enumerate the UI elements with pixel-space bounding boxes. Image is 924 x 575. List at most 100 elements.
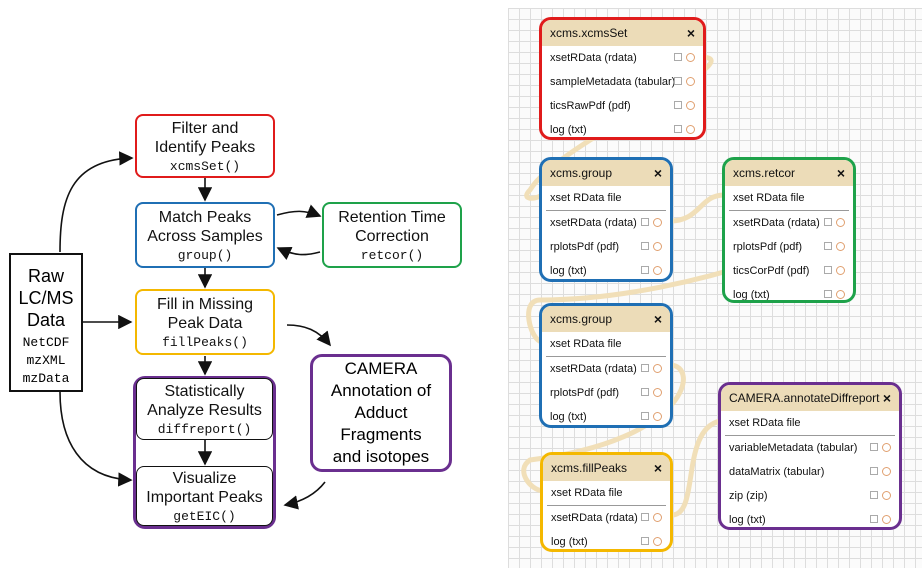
raw-data-title: Raw LC/MS Data [18,266,74,330]
checkbox-icon[interactable] [870,515,878,523]
checkbox-icon[interactable] [641,513,649,521]
fill-peaks-code: fillPeaks() [162,334,248,350]
checkbox-icon[interactable] [674,53,682,61]
output-label: xsetRData (rdata) [550,52,637,64]
output-port-icon[interactable] [882,491,891,500]
checkbox-icon[interactable] [641,218,649,226]
checkbox-icon[interactable] [824,242,832,250]
fill-peaks-title: Fill in Missing Peak Data [156,295,253,332]
input-row[interactable]: xset RData file [547,481,666,506]
checkbox-icon[interactable] [674,77,682,85]
node-retcor-header[interactable]: xcms.retcor × [725,160,853,186]
output-row: log (txt) [542,259,670,279]
checkbox-icon[interactable] [674,125,682,133]
input-row[interactable]: xset RData file [546,332,666,357]
visualize-code: getEIC() [173,508,236,524]
checkbox-icon[interactable] [870,443,878,451]
node-xcmsset[interactable]: xcms.xcmsSet × xsetRData (rdata) sampleM… [539,17,706,140]
output-port-icon[interactable] [836,218,845,227]
output-port-icon[interactable] [882,443,891,452]
input-row[interactable]: xset RData file [546,186,666,211]
node-fillpeaks-header[interactable]: xcms.fillPeaks × [543,455,670,481]
output-port-icon[interactable] [836,242,845,251]
checkbox-icon[interactable] [824,266,832,274]
output-port-icon[interactable] [686,101,695,110]
fill-peaks-box: Fill in Missing Peak Data fillPeaks() [135,289,275,355]
output-port-icon[interactable] [882,467,891,476]
connector-xcmsset-to-group1 [524,54,714,201]
output-row: log (txt) [543,530,670,549]
checkbox-icon[interactable] [870,491,878,499]
close-icon[interactable]: × [653,311,662,327]
node-group-2-header[interactable]: xcms.group × [542,306,670,332]
checkbox-icon[interactable] [870,467,878,475]
camera-annotation-box: CAMERA Annotation of Adduct Fragments an… [310,354,452,472]
output-label: xsetRData (rdata) [551,512,638,524]
output-label: ticsCorPdf (pdf) [733,265,810,277]
arrow-raw-to-visualize [59,391,133,487]
arrow-raw-to-filter [59,151,134,253]
node-retcor-title: xcms.retcor [733,166,796,180]
output-row: log (txt) [542,118,703,137]
output-row: xsetRData (rdata) [543,506,670,530]
output-row: zip (zip) [721,484,899,508]
checkbox-icon[interactable] [641,242,649,250]
output-label: dataMatrix (tabular) [729,466,825,478]
node-fillpeaks[interactable]: xcms.fillPeaks × xset RData file xsetRDa… [540,452,673,552]
output-port-icon[interactable] [836,290,845,299]
output-port-icon[interactable] [653,364,662,373]
output-port-icon[interactable] [882,515,891,524]
close-icon[interactable]: × [836,165,845,181]
output-row: ticsRawPdf (pdf) [542,94,703,118]
checkbox-icon[interactable] [824,218,832,226]
node-group-2[interactable]: xcms.group × xset RData file xsetRData (… [539,303,673,428]
node-camera-header[interactable]: CAMERA.annotateDiffreport × [721,385,899,411]
checkbox-icon[interactable] [674,101,682,109]
statistics-code: diffreport() [157,421,252,437]
close-icon[interactable]: × [653,460,662,476]
close-icon[interactable]: × [686,25,695,41]
checkbox-icon[interactable] [641,537,649,545]
output-port-icon[interactable] [653,218,662,227]
output-label: rplotsPdf (pdf) [733,241,803,253]
output-port-icon[interactable] [686,77,695,86]
output-port-icon[interactable] [653,388,662,397]
input-row[interactable]: xset RData file [729,186,849,211]
input-row[interactable]: xset RData file [725,411,895,436]
node-group-1-title: xcms.group [550,166,613,180]
output-label: log (txt) [729,514,766,526]
output-port-icon[interactable] [686,125,695,134]
output-port-icon[interactable] [653,537,662,546]
close-icon[interactable]: × [882,390,891,406]
retention-time-title: Retention Time Correction [338,208,446,245]
node-group-1-header[interactable]: xcms.group × [542,160,670,186]
node-camera[interactable]: CAMERA.annotateDiffreport × xset RData f… [718,382,902,530]
analysis-group-outline [133,376,276,529]
checkbox-icon[interactable] [641,364,649,372]
visualize-title: Visualize Important Peaks [146,469,263,506]
output-label: log (txt) [550,124,587,136]
output-port-icon[interactable] [836,266,845,275]
output-port-icon[interactable] [653,242,662,251]
node-group-1[interactable]: xcms.group × xset RData file xsetRData (… [539,157,673,282]
statistics-title: Statistically Analyze Results [147,382,262,419]
output-port-icon[interactable] [653,412,662,421]
node-fillpeaks-title: xcms.fillPeaks [551,461,628,475]
output-port-icon[interactable] [653,266,662,275]
output-port-icon[interactable] [686,53,695,62]
output-port-icon[interactable] [653,513,662,522]
checkbox-icon[interactable] [641,388,649,396]
filter-peaks-box: Filter and Identify Peaks xcmsSet() [135,114,275,178]
checkbox-icon[interactable] [641,266,649,274]
checkbox-icon[interactable] [641,412,649,420]
node-retcor[interactable]: xcms.retcor × xset RData file xsetRData … [722,157,856,303]
output-row: xsetRData (rdata) [542,211,670,235]
output-row: log (txt) [721,508,899,527]
close-icon[interactable]: × [653,165,662,181]
output-row: dataMatrix (tabular) [721,460,899,484]
output-label: ticsRawPdf (pdf) [550,100,631,112]
output-row: rplotsPdf (pdf) [542,235,670,259]
node-xcmsset-header[interactable]: xcms.xcmsSet × [542,20,703,46]
checkbox-icon[interactable] [824,290,832,298]
